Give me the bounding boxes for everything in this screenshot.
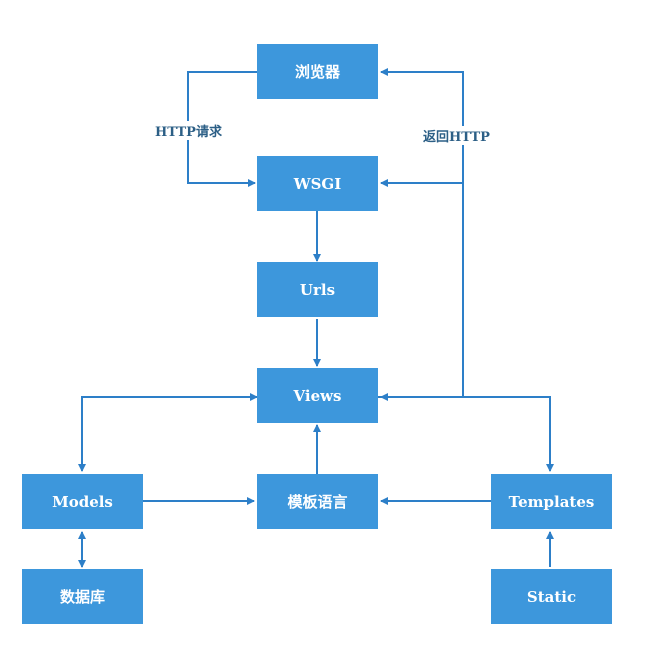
edge-views-models	[78, 393, 258, 472]
node-browser: 浏览器	[257, 44, 378, 99]
node-template-language: 模板语言	[257, 474, 378, 529]
node-static: Static	[491, 569, 612, 624]
node-views: Views	[257, 368, 378, 423]
node-database: 数据库	[22, 569, 143, 624]
edge-views-to-browser	[378, 68, 464, 398]
edge-views-templates	[380, 393, 554, 472]
node-templates: Templates	[491, 474, 612, 529]
node-urls: Urls	[257, 262, 378, 317]
node-wsgi: WSGI	[257, 156, 378, 211]
node-models: Models	[22, 474, 143, 529]
label-http-request: HTTP请求	[154, 121, 223, 140]
label-return-http: 返回HTTP	[422, 126, 491, 145]
